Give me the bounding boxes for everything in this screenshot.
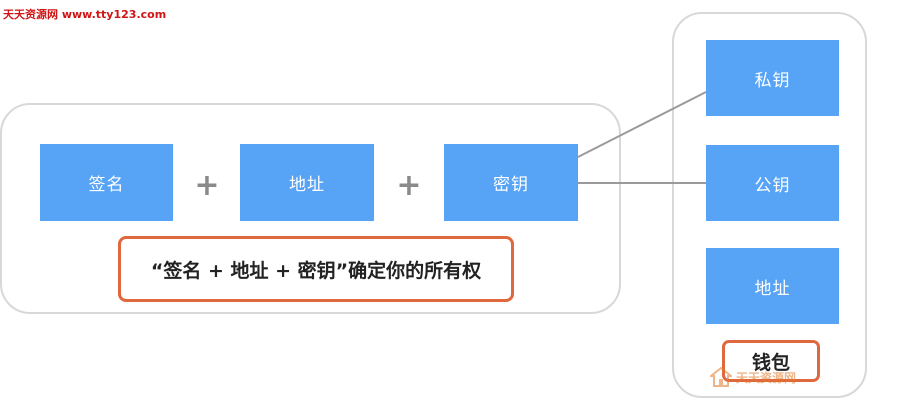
public-key-block: 公钥 (706, 145, 839, 221)
wallet-address-block: 地址 (706, 248, 839, 324)
ownership-caption-box: “签名 + 地址 + 密钥”确定你的所有权 (118, 236, 514, 302)
house-logo-icon (710, 366, 732, 387)
signature-block: 签名 (40, 144, 173, 221)
site-logo: 天天资源网 (710, 362, 820, 392)
key-block: 密钥 (444, 144, 578, 221)
logo-text: 天天资源网 (736, 370, 797, 385)
wallet-label-box: 钱包 (722, 340, 820, 382)
address-block: 地址 (240, 144, 374, 221)
ownership-caption: “签名 + 地址 + 密钥”确定你的所有权 (150, 259, 482, 282)
private-key-block: 私钥 (706, 40, 839, 116)
watermark-text: 天天资源网 www.tty123.com (3, 8, 167, 21)
plus-sign-2: + (396, 168, 422, 203)
plus-sign-1: + (194, 168, 220, 203)
wallet-label: 钱包 (751, 351, 790, 374)
